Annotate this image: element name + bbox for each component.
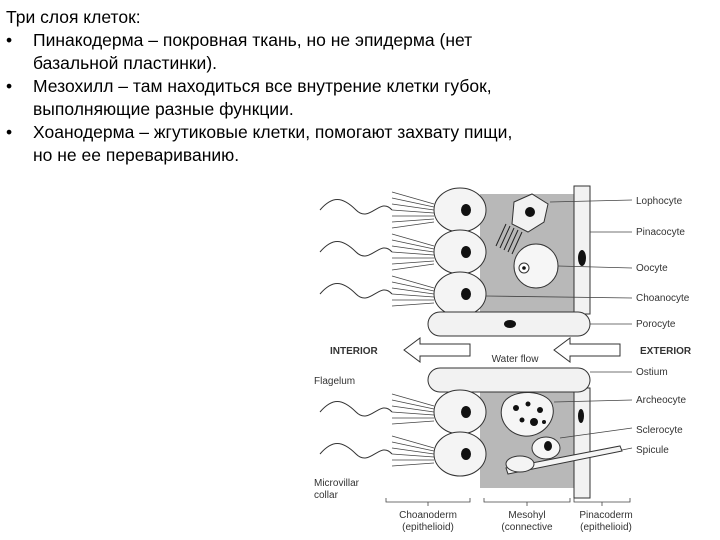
spicule-cell (506, 456, 534, 472)
pinacocyte-nucleus-lower (578, 409, 584, 423)
choanocytes-upper (434, 188, 486, 316)
label-oocyte: Oocyte (636, 263, 668, 274)
porocyte-nucleus (504, 320, 516, 328)
label-mesohyl-type: (connective (501, 522, 553, 533)
oocyte-nucleolus (522, 266, 526, 270)
choanocytes-lower (434, 390, 486, 476)
bullet-pinacoderm: Пинакодерма – покровная ткань, но не эпи… (6, 29, 526, 75)
sclerocyte-nucleus (544, 441, 552, 451)
label-collar: collar (314, 490, 339, 501)
water-flow-label: Water flow (492, 354, 540, 365)
label-sclerocyte: Sclerocyte (636, 425, 683, 436)
label-archeocyte: Archeocyte (636, 395, 686, 406)
slide-text: Три слоя клеток: Пинакодерма – покровная… (6, 6, 526, 167)
bullet-list: Пинакодерма – покровная ткань, но не эпи… (6, 29, 526, 167)
exterior-label: EXTERIOR (640, 346, 692, 357)
label-choanoderm: Choanoderm (399, 510, 457, 521)
slide-heading: Три слоя клеток: (6, 6, 526, 29)
label-flagellum: Flagelum (314, 376, 355, 387)
label-choanoderm-type: (epithelioid) (402, 522, 454, 533)
label-pinacoderm: Pinacoderm (579, 510, 632, 521)
interior-label: INTERIOR (330, 346, 379, 357)
porocyte-band-lower (428, 368, 590, 392)
label-ostium: Ostium (636, 367, 668, 378)
sponge-cell-layers-diagram: Water flow INTERIOR EXTERIOR (300, 176, 720, 540)
label-pinacoderm-type: (epithelioid) (580, 522, 632, 533)
lophocyte-nucleus (525, 207, 535, 217)
microvillar-collars-upper (392, 192, 434, 306)
layer-braces (386, 498, 630, 506)
bullet-mesohyl: Мезохилл – там находиться все внутрение … (6, 75, 526, 121)
label-lophocyte: Lophocyte (636, 196, 683, 207)
pinacoderm-lower (574, 388, 590, 498)
label-porocyte: Porocyte (636, 319, 676, 330)
flagella-upper (320, 200, 392, 299)
bullet-choanoderm: Хоанодерма – жгутиковые клетки, помогают… (6, 121, 526, 167)
label-choanocyte: Choanocyte (636, 293, 690, 304)
label-spicule: Spicule (636, 445, 669, 456)
flagella-lower (320, 402, 392, 459)
pinacocyte-nucleus (578, 250, 586, 266)
label-mesohyl: Mesohyl (508, 510, 545, 521)
microvillar-collars-lower (392, 394, 434, 466)
label-microvillar: Microvillar (314, 478, 360, 489)
label-pinacocyte: Pinacocyte (636, 227, 685, 238)
